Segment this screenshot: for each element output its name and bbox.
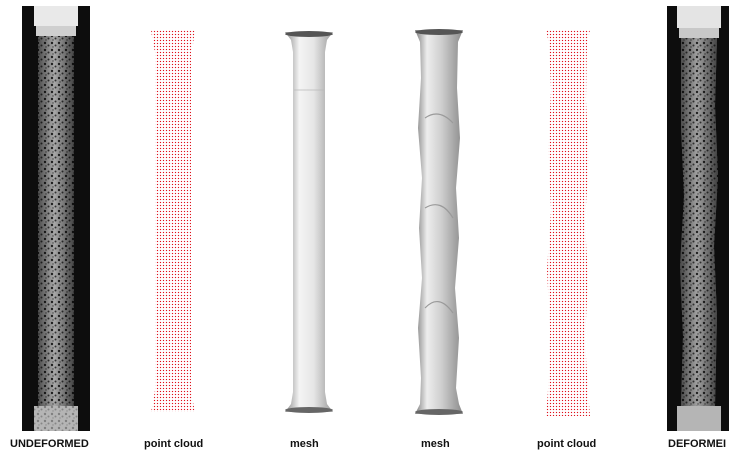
mesh-deformed: [413, 28, 465, 416]
point-cloud-undeformed: [150, 30, 196, 412]
undeformed-specimen-photo: [22, 6, 90, 431]
caption-point-cloud-left: point cloud: [144, 438, 203, 450]
caption-point-cloud-right: point cloud: [537, 438, 596, 450]
caption-mesh-left: mesh: [290, 438, 319, 450]
point-cloud-deformed: [543, 30, 593, 416]
caption-undeformed: UNDEFORMED: [10, 438, 89, 450]
caption-deformed: DEFORMEI: [668, 438, 726, 450]
caption-mesh-right: mesh: [421, 438, 450, 450]
mesh-undeformed: [283, 30, 335, 413]
deformed-specimen-photo: [667, 6, 729, 431]
